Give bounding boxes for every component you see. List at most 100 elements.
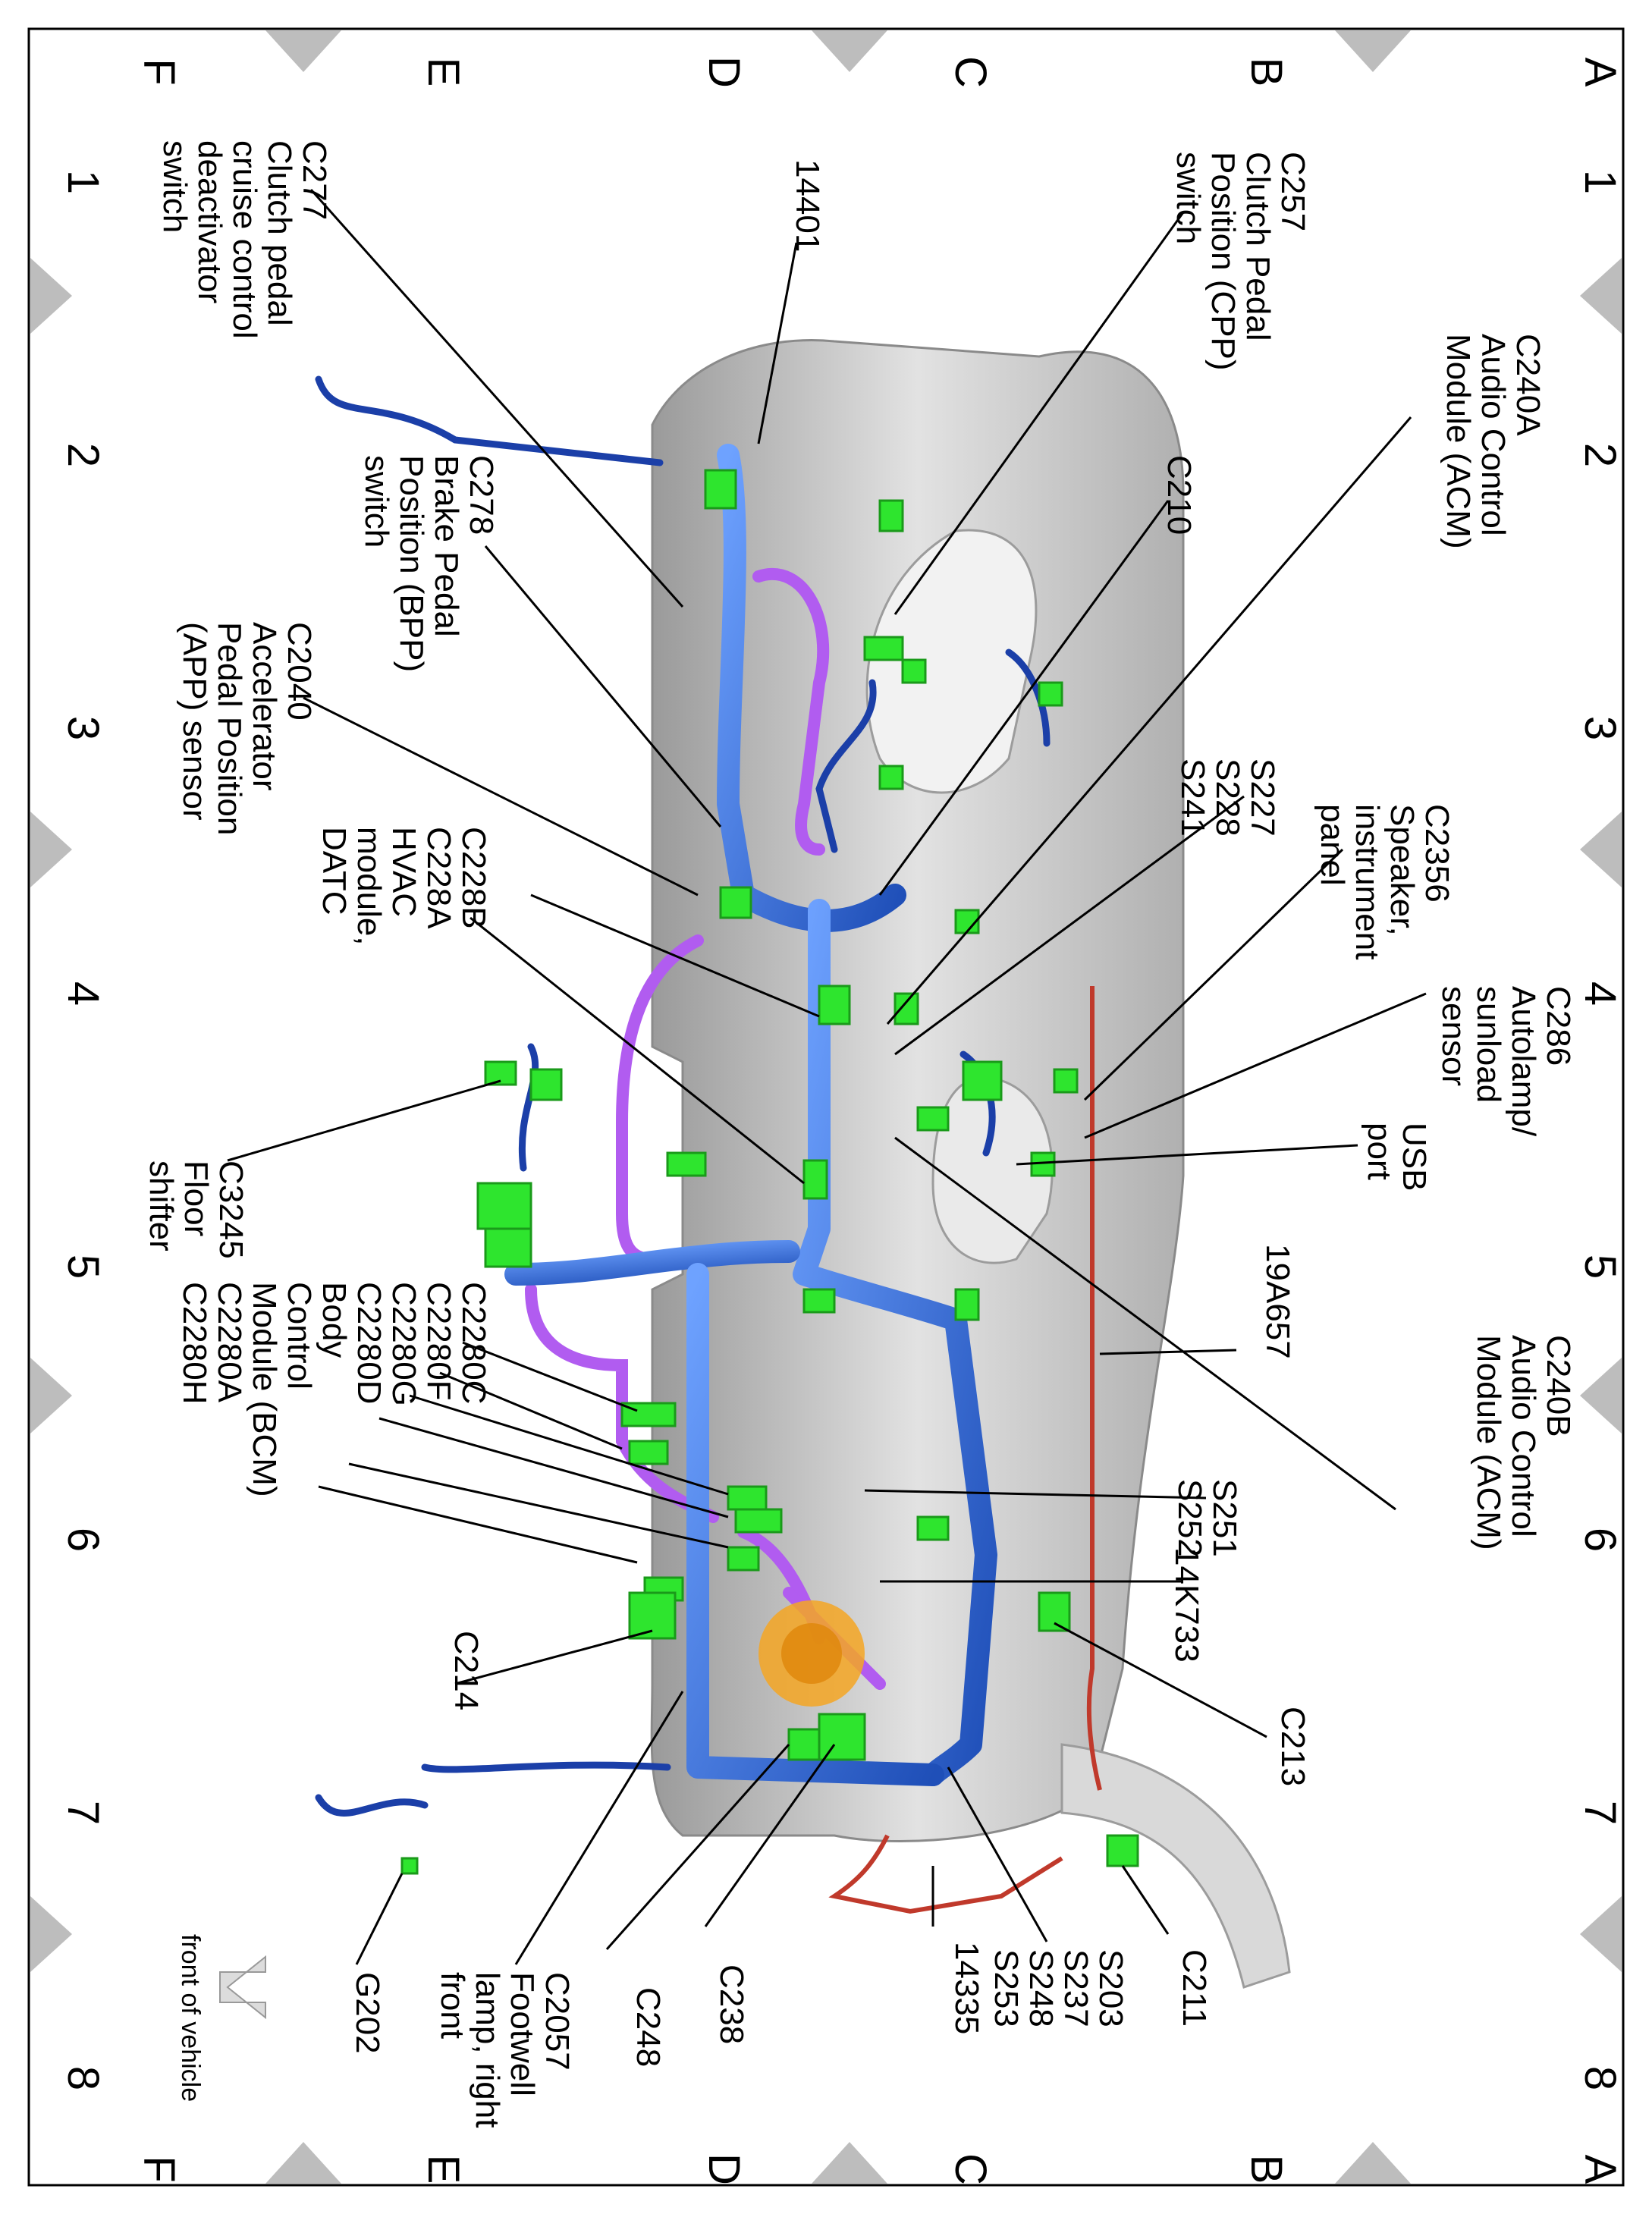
callout-c2057-line: Footwell: [504, 1972, 541, 2096]
callout-c228-line: DATC: [316, 827, 353, 915]
callout-s227-line: S241: [1174, 758, 1211, 837]
callout-c240b-line: C240B: [1540, 1335, 1577, 1437]
callout-c214: C214: [448, 1631, 485, 1710]
grid-row-label-bottom: F: [134, 2156, 184, 2182]
callout-p14401-line: 14401: [789, 159, 826, 252]
grid-col-label-left: 5: [58, 1255, 108, 1279]
callout-g202: G202: [349, 1972, 386, 2054]
callout-c2040-line: C2040: [281, 622, 318, 721]
callout-c240a-line: C240A: [1509, 334, 1547, 436]
callout-c257-line: switch: [1170, 152, 1207, 244]
callout-bcm-line: C2280D: [350, 1282, 388, 1404]
border-markers: [30, 30, 1622, 2184]
callout-c211: C211: [1176, 1949, 1213, 2027]
callout-c277-line: Clutch pedal: [261, 140, 298, 326]
callout-bcm-line: C2280H: [176, 1282, 213, 1404]
grid-row-label-top: F: [134, 58, 184, 85]
grid-row-label-bottom: E: [419, 2155, 468, 2184]
callout-c3245-line: C3245: [212, 1160, 250, 1259]
harness-dark-blue: [315, 375, 1051, 1817]
grid-row-label-top: B: [1242, 58, 1291, 87]
grid-col-label-left: 2: [58, 443, 108, 467]
harness-blue-main: [504, 444, 997, 1786]
callout-c2057-line: lamp, right: [469, 1972, 506, 2128]
harness-red: [828, 986, 1102, 1914]
callout-c238: C238: [713, 1964, 750, 2044]
callout-c257-line: Clutch Pedal: [1239, 152, 1277, 341]
callout-s203-line: S248: [1022, 1949, 1060, 2027]
grid-col-label-right: 5: [1575, 1255, 1625, 1279]
callout-c2356-line: C2356: [1418, 804, 1456, 903]
callout-c278-line: Position (BPP): [393, 455, 430, 672]
callout-c257-line: C257: [1274, 152, 1311, 231]
callout-bcm-line: C2280G: [385, 1282, 422, 1406]
callout-c211-line: C211: [1176, 1949, 1213, 2027]
callout-g202-line: G202: [349, 1972, 386, 2054]
callout-c2057-line: front: [434, 1972, 471, 2039]
callout-c277-line: switch: [156, 140, 193, 233]
connectors: [400, 469, 1139, 1875]
grid-row-label-bottom: B: [1242, 2155, 1291, 2184]
callout-c240a-line: Module (ACM): [1440, 334, 1477, 549]
callout-c240a-line: Audio Control: [1475, 334, 1512, 536]
callout-c210-line: C210: [1160, 455, 1198, 535]
callout-c278-line: C278: [463, 455, 500, 535]
callout-s251-line: S252: [1171, 1479, 1208, 1557]
grid-row-label-top: D: [699, 56, 749, 88]
callout-p14401: 14401: [789, 159, 826, 252]
callout-c278-line: switch: [358, 455, 395, 548]
grid-col-label-right: 3: [1575, 716, 1625, 740]
callout-usb-line: USB: [1396, 1123, 1433, 1191]
callout-c277-line: deactivator: [191, 140, 228, 303]
grid-col-label-left: 4: [58, 981, 108, 1006]
grid-row-label-bottom: A: [1575, 2155, 1625, 2184]
grid-col-label-left: 3: [58, 716, 108, 740]
callout-s251-line: S251: [1206, 1479, 1243, 1557]
grid-col-label-right: 4: [1575, 981, 1625, 1006]
callout-c214-line: C214: [448, 1631, 485, 1710]
callout-c2040-line: Pedal Position: [211, 622, 248, 835]
callout-c286-line: Autolamp/: [1505, 986, 1542, 1137]
grid-col-label-right: 7: [1575, 1801, 1625, 1825]
harness-purple: [525, 567, 886, 1690]
callout-c248-line: C248: [630, 1987, 667, 2067]
callout-c278-line: Brake Pedal: [428, 455, 465, 637]
callout-front: front of vehicle: [176, 1934, 205, 2102]
grid-row-label-top: E: [419, 58, 468, 87]
grid-row-label-bottom: D: [699, 2153, 749, 2185]
callout-c2356-line: instrument: [1349, 804, 1386, 959]
callout-c2356-line: Speaker,: [1383, 804, 1421, 936]
callout-c228-line: C228A: [420, 827, 457, 929]
grid-col-label-left: 6: [58, 1528, 108, 1552]
callout-c3245-line: shifter: [143, 1160, 180, 1251]
hvac-blower: [758, 1600, 865, 1707]
grid-col-label-right: 6: [1575, 1528, 1625, 1552]
callout-c2040-line: (APP) sensor: [176, 622, 213, 821]
callout-bcm-line: C2280A: [211, 1282, 248, 1403]
callout-c240b-line: Audio Control: [1505, 1335, 1542, 1537]
callout-c286-line: sensor: [1435, 986, 1472, 1086]
callout-c277-line: cruise control: [226, 140, 263, 339]
callout-s203-line: S237: [1057, 1949, 1095, 2027]
callout-p14335: 14335: [948, 1942, 985, 2034]
callout-usb-line: port: [1361, 1123, 1398, 1180]
grid-col-label-left: 7: [58, 1801, 108, 1825]
grid-row-label-bottom: C: [946, 2153, 995, 2185]
callout-c277-line: C277: [296, 140, 333, 220]
callout-bcm-line: Control: [281, 1282, 318, 1390]
callout-bcm-line: Body: [316, 1282, 353, 1358]
